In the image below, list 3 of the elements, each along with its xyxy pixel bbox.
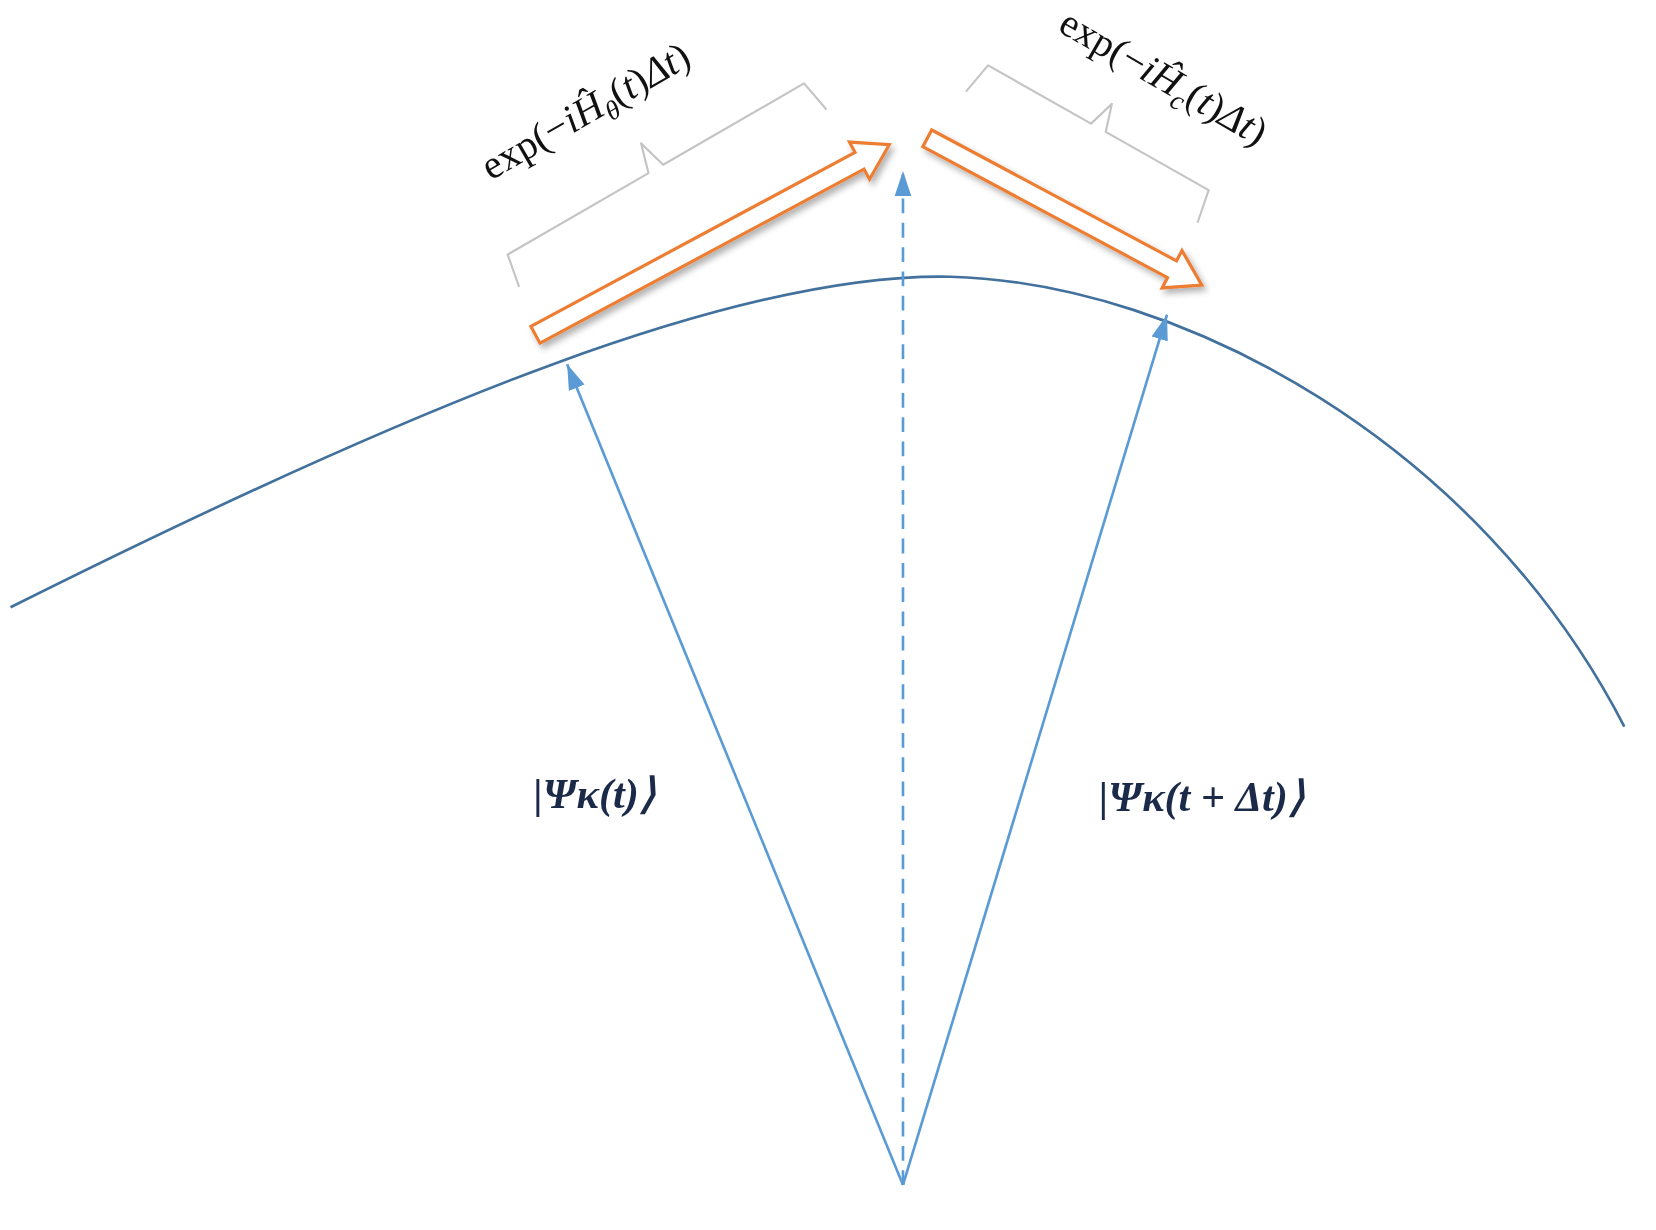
state-label: |Ψκ(t)⟩ bbox=[533, 770, 656, 818]
formula-label: exp(−iĤ$_{c}$(t)Δt) bbox=[1051, 0, 1275, 156]
state-label: |Ψκ(t + Δt)⟩ bbox=[1099, 774, 1305, 821]
